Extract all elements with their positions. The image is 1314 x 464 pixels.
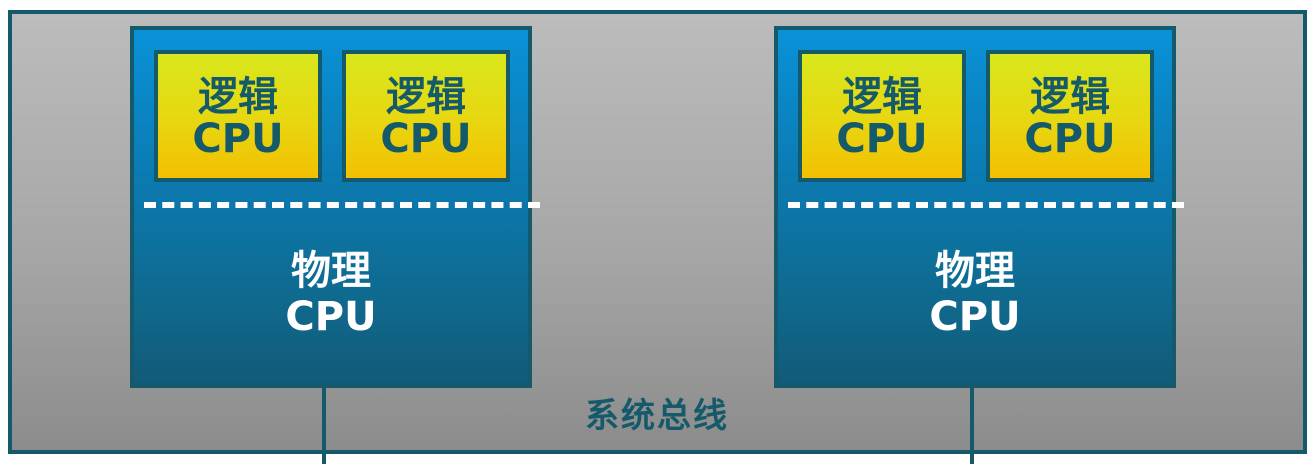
- physical-cpu-label-line1: 物理: [935, 248, 1015, 294]
- logical-cpu-label: 逻辑 CPU: [990, 76, 1150, 160]
- logical-cpu-label: 逻辑 CPU: [802, 76, 962, 160]
- logical-cpu-1-1: 逻辑 CPU: [154, 50, 322, 182]
- logical-cpu-label: 逻辑 CPU: [158, 76, 318, 160]
- system-bus-label: 系统总线: [585, 396, 729, 436]
- logical-cpu-label-line2: CPU: [1024, 116, 1116, 162]
- logical-cpu-label: 逻辑 CPU: [346, 76, 506, 160]
- dashed-divider: [788, 202, 1184, 208]
- logical-cpu-label-line1: 逻辑: [842, 74, 922, 120]
- logical-cpu-label-line2: CPU: [380, 116, 472, 162]
- physical-cpu-label: 物理 CPU: [778, 248, 1172, 340]
- logical-cpu-label-line1: 逻辑: [386, 74, 466, 120]
- bus-connector-1: [322, 384, 326, 464]
- logical-cpu-2-2: 逻辑 CPU: [986, 50, 1154, 182]
- logical-cpu-label-line1: 逻辑: [1030, 74, 1110, 120]
- physical-cpu-1: 逻辑 CPU 逻辑 CPU 物理 CPU: [130, 26, 540, 388]
- logical-cpu-1-2: 逻辑 CPU: [342, 50, 510, 182]
- logical-cpu-label-line1: 逻辑: [198, 74, 278, 120]
- physical-cpu-label-line2: CPU: [929, 294, 1021, 340]
- bus-connector-2: [970, 384, 974, 464]
- physical-cpu-label-line1: 物理: [291, 248, 371, 294]
- logical-cpu-2-1: 逻辑 CPU: [798, 50, 966, 182]
- logical-cpu-label-line2: CPU: [836, 116, 928, 162]
- logical-cpu-label-line2: CPU: [192, 116, 284, 162]
- physical-cpu-2: 逻辑 CPU 逻辑 CPU 物理 CPU: [774, 26, 1184, 388]
- physical-cpu-label: 物理 CPU: [134, 248, 528, 340]
- physical-cpu-label-line2: CPU: [285, 294, 377, 340]
- dashed-divider: [144, 202, 540, 208]
